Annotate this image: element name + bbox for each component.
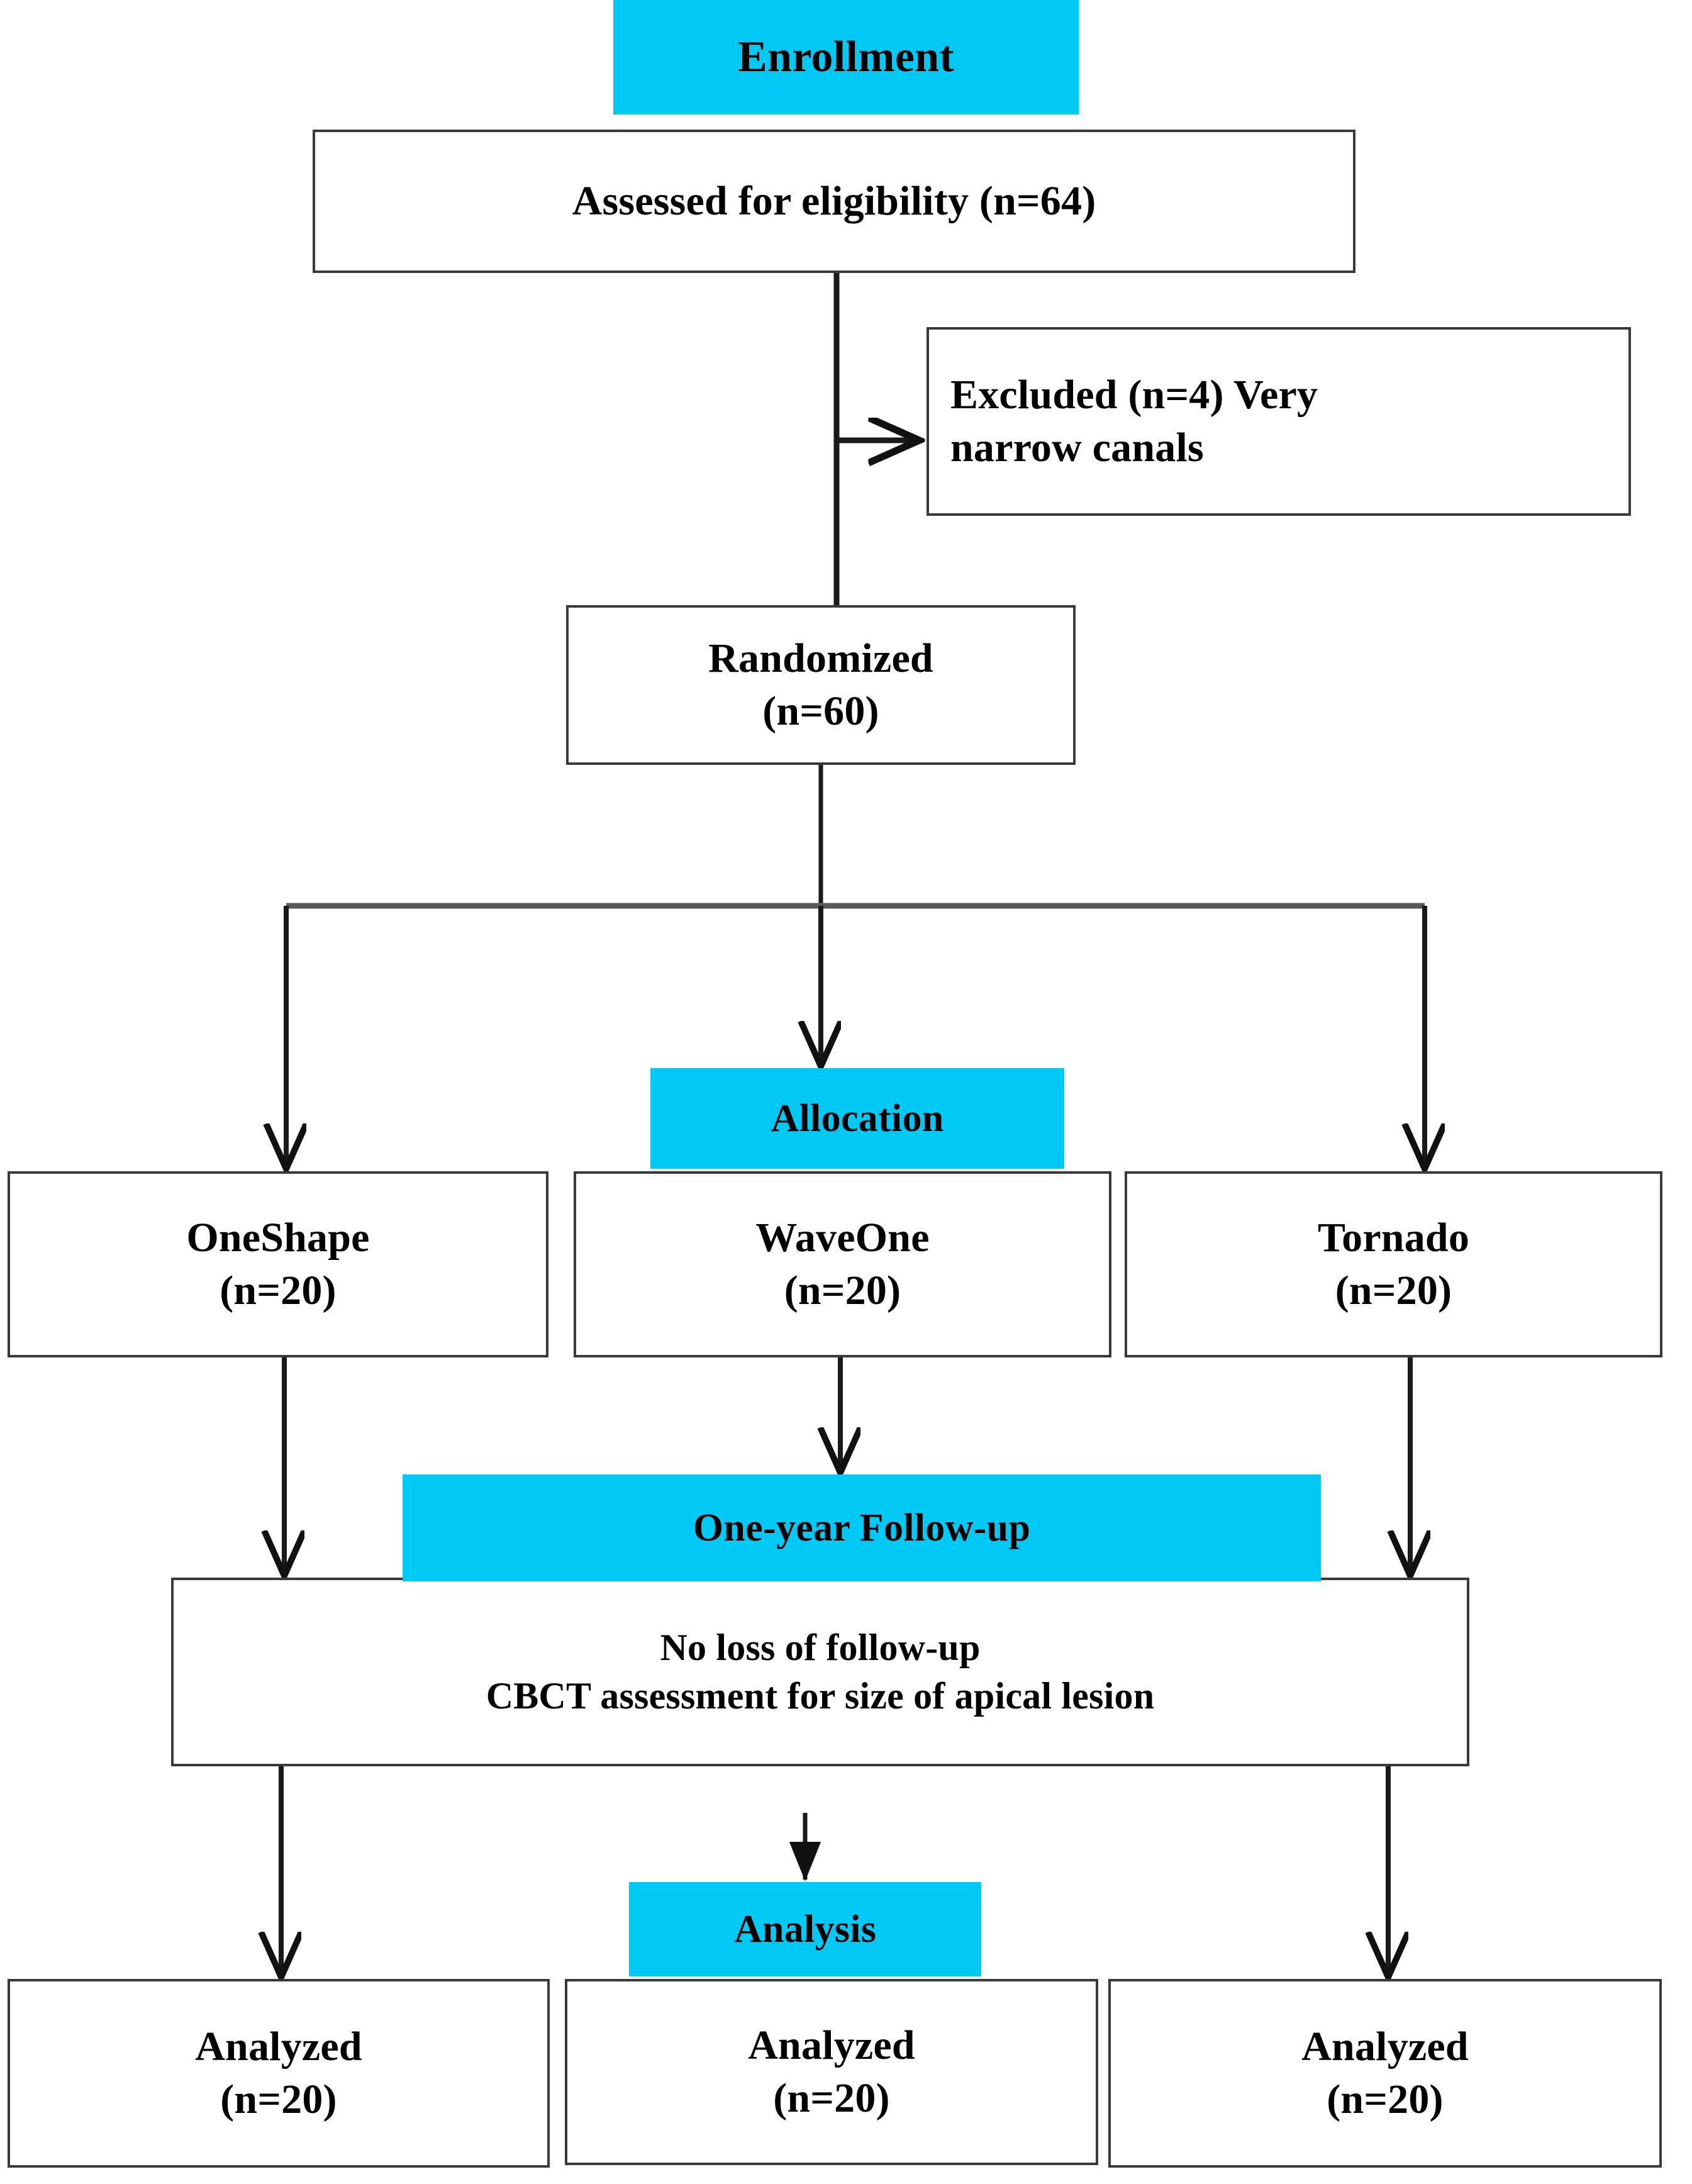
stage-banner-followup-label: One-year Follow-up — [693, 1506, 1031, 1549]
node-analyzed-tornado: Analyzed (n=20) — [1108, 1979, 1662, 2168]
stage-banner-allocation-label: Allocation — [771, 1096, 944, 1140]
node-excluded-line-1: Excluded (n=4) Very — [950, 371, 1318, 418]
node-analyzed-oneshape: Analyzed (n=20) — [8, 1979, 550, 2168]
node-waveone-line-1: WaveOne — [755, 1214, 930, 1261]
node-oneshape-line-2: (n=20) — [220, 1268, 337, 1313]
node-tornado-line-2: (n=20) — [1335, 1268, 1452, 1313]
node-waveone-line-2: (n=20) — [784, 1268, 901, 1313]
node-analyzed-oneshape-line-2: (n=20) — [220, 2076, 337, 2122]
stage-banner-enrollment-label: Enrollment — [738, 33, 954, 81]
node-excluded: Excluded (n=4) Very narrow canals — [927, 327, 1631, 516]
node-analyzed-waveone: Analyzed (n=20) — [565, 1979, 1098, 2165]
node-oneshape-line-1: OneShape — [186, 1214, 370, 1261]
node-assessed-line-1: Assessed for eligibility (n=64) — [572, 177, 1096, 224]
node-assessed-for-eligibility: Assessed for eligibility (n=64) — [313, 130, 1355, 273]
node-waveone-allocation: WaveOne (n=20) — [574, 1171, 1111, 1357]
node-analyzed-waveone-line-2: (n=20) — [773, 2075, 890, 2121]
node-randomized-line-2: (n=60) — [762, 688, 879, 734]
node-tornado-allocation: Tornado (n=20) — [1125, 1171, 1662, 1357]
node-analyzed-waveone-line-1: Analyzed — [748, 2022, 915, 2068]
node-analyzed-tornado-line-1: Analyzed — [1301, 2023, 1469, 2070]
stage-banner-analysis: Analysis — [629, 1882, 981, 1976]
stage-banner-enrollment: Enrollment — [613, 0, 1079, 114]
node-randomized: Randomized (n=60) — [566, 605, 1076, 765]
stage-banner-analysis-label: Analysis — [733, 1907, 877, 1951]
stage-banner-followup: One-year Follow-up — [403, 1474, 1321, 1581]
node-randomized-line-1: Randomized — [708, 635, 933, 681]
node-followup-assessment: No loss of follow-up CBCT assessment for… — [171, 1578, 1469, 1766]
node-analyzed-tornado-line-2: (n=20) — [1327, 2076, 1444, 2122]
node-analyzed-oneshape-line-1: Analyzed — [195, 2023, 362, 2070]
node-followup-line-1: No loss of follow-up — [660, 1627, 981, 1669]
node-followup-line-2: CBCT assessment for size of apical lesio… — [486, 1675, 1155, 1717]
node-oneshape-allocation: OneShape (n=20) — [8, 1171, 548, 1357]
stage-banner-allocation: Allocation — [650, 1068, 1064, 1169]
node-excluded-line-2: narrow canals — [950, 425, 1204, 471]
node-tornado-line-1: Tornado — [1317, 1214, 1470, 1261]
